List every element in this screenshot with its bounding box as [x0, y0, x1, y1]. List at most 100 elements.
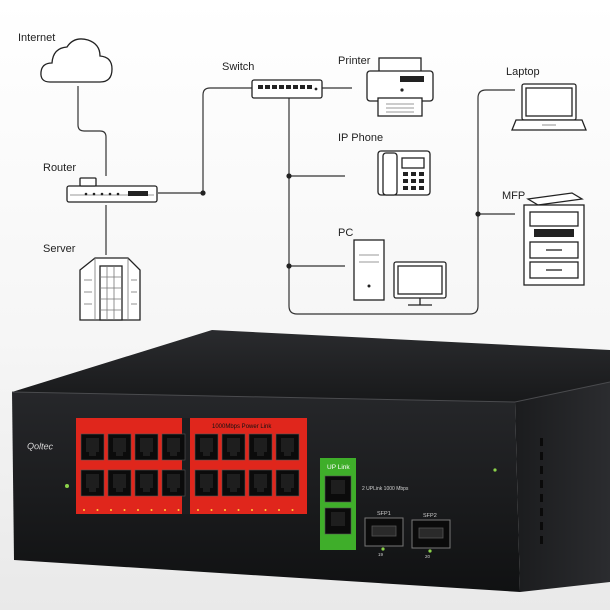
phone-key [419, 172, 424, 176]
poe-port-socket [227, 438, 240, 452]
switch-device: Qoltec 1000Mbps Power Link UP Link 2 UPL… [11, 330, 610, 592]
switch-icon-led [314, 87, 318, 91]
switch-icon-port [279, 85, 284, 89]
label-pc: PC [338, 227, 354, 239]
poe-port-socket [86, 474, 99, 488]
label-router: Router [43, 162, 77, 174]
sfp2-label: SFP2 [423, 513, 437, 519]
switch-icon [251, 79, 323, 99]
label-server: Server [43, 243, 76, 255]
uplink-note-text: 2 UPLink 1000 Mbps [362, 486, 409, 492]
poe-port-tab [116, 452, 123, 456]
poe-port-socket [113, 474, 126, 488]
label-switch: Switch [222, 61, 255, 73]
poe-port-led [150, 509, 153, 511]
poe-port-led [96, 509, 99, 511]
poe-port-tab [257, 488, 264, 492]
poe-port-tab [203, 488, 210, 492]
poe-port-tab [116, 488, 123, 492]
side-vent [540, 480, 543, 488]
switch-icon-port [293, 85, 298, 89]
uplink-port-socket [331, 512, 345, 526]
printer-icon [366, 57, 434, 117]
poe-port-socket [140, 438, 153, 452]
server-icon [79, 257, 141, 321]
poe-port-socket [200, 474, 213, 488]
sfp1-number: 19 [378, 552, 384, 557]
poe-banner-text: 1000Mbps Power Link [212, 424, 272, 430]
poe-port-led [164, 509, 166, 511]
phone-key [411, 172, 416, 176]
junction-mfp [475, 211, 481, 217]
poe-port-socket [227, 474, 240, 488]
uplink-port-socket [331, 480, 345, 494]
phone-key [411, 179, 416, 183]
uplink-banner-text: UP Link [327, 464, 350, 471]
poe-port-tab [89, 452, 96, 456]
poe-port-led [83, 509, 85, 511]
wire-internet-router [77, 86, 107, 176]
poe-port-led [237, 509, 240, 511]
poe-port-tab [170, 488, 177, 492]
laptop-icon [511, 83, 587, 131]
label-laptop: Laptop [506, 66, 540, 78]
phone-key [403, 186, 408, 190]
sfp1-slot[interactable] [364, 517, 404, 547]
poe-port-socket [200, 438, 213, 452]
pc-icon [353, 239, 447, 306]
phone-key [403, 179, 408, 183]
junction-pc [286, 263, 292, 269]
label-internet: Internet [18, 32, 56, 44]
brand-logo: Qoltec [27, 441, 54, 451]
phone-key [411, 186, 416, 190]
sfp2-slot[interactable] [411, 519, 451, 549]
poe-port-tab [143, 452, 150, 456]
side-vent [540, 522, 543, 530]
poe-port-led [110, 509, 112, 511]
poe-block-divider [182, 418, 190, 514]
poe-port-led [251, 509, 253, 511]
poe-port-tab [284, 452, 291, 456]
poe-port-tab [170, 452, 177, 456]
poe-port-tab [230, 452, 237, 456]
wire-switch-trunk [288, 89, 515, 315]
poe-port-led [291, 509, 294, 511]
poe-port-socket [113, 438, 126, 452]
sfp2-number: 20 [425, 554, 431, 559]
poe-port-socket [167, 438, 180, 452]
poe-port-socket [254, 438, 267, 452]
side-vent [540, 452, 543, 460]
side-vent [540, 494, 543, 502]
label-printer: Printer [338, 55, 371, 67]
power-led [65, 484, 69, 488]
poe-port-led [224, 509, 226, 511]
sfp1-led [381, 547, 385, 551]
poe-port-socket [281, 438, 294, 452]
poe-port-tab [257, 452, 264, 456]
poe-port-led [123, 509, 126, 511]
switch-icon-port [286, 85, 291, 89]
ip-phone-icon [377, 150, 431, 196]
junction-phone [286, 173, 292, 179]
switch-icon-port [258, 85, 263, 89]
poe-port-block [76, 418, 307, 514]
poe-port-led [197, 509, 199, 511]
poe-port-tab [89, 488, 96, 492]
poe-port-socket [281, 474, 294, 488]
cloud-icon [40, 38, 113, 83]
switch-icon-port [307, 85, 312, 89]
side-vent [540, 438, 543, 446]
label-ip-phone: IP Phone [338, 132, 384, 144]
poe-port-socket [140, 474, 153, 488]
switch-icon-port [272, 85, 277, 89]
poe-port-led [210, 509, 213, 511]
poe-port-led [137, 509, 139, 511]
status-led [493, 468, 497, 472]
switch-icon-port [265, 85, 270, 89]
label-mfp: MFP [502, 190, 526, 202]
poe-port-tab [284, 488, 291, 492]
router-icon [66, 177, 158, 203]
poe-port-led [177, 509, 180, 511]
side-vent [540, 536, 543, 544]
